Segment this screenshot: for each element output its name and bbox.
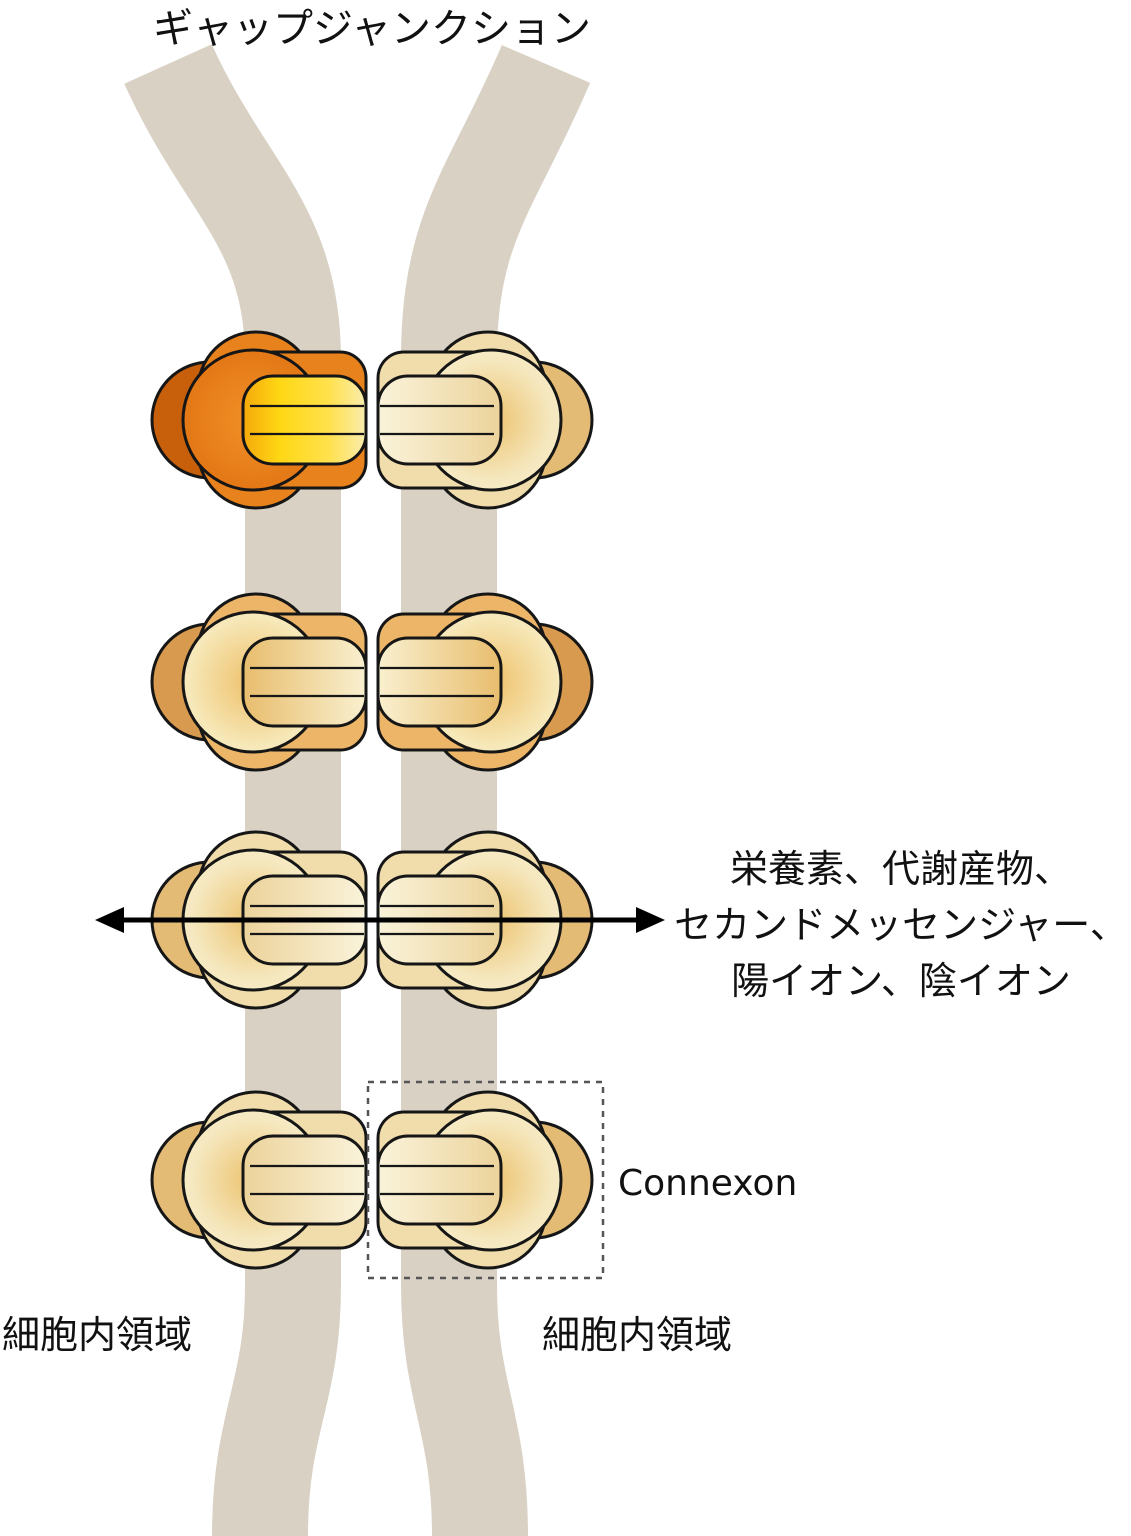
right-cell-membrane — [401, 45, 591, 1536]
intracellular-label-left: 細胞内領域 — [2, 1313, 192, 1357]
connexon-row1-left-open-channel — [150, 330, 368, 510]
arrow-head-left — [95, 907, 124, 933]
transported-molecules-line2: セカンドメッセンジャー、 — [674, 903, 1128, 947]
connexon-label: Connexon — [618, 1163, 797, 1204]
intracellular-label-right: 細胞内領域 — [542, 1313, 732, 1357]
connexon-row4-right — [376, 1090, 594, 1270]
connexon-row4-left — [150, 1090, 368, 1270]
connexon-row2-left — [150, 592, 368, 772]
connexon-row1-right — [376, 330, 594, 510]
diagram-title: ギャップジャンクション — [153, 6, 591, 52]
transported-molecules-line1: 栄養素、代謝産物、 — [730, 847, 1072, 891]
connexon-row2-right — [376, 592, 594, 772]
transported-molecules-line3: 陽イオン、陰イオン — [731, 959, 1071, 1003]
arrow-head-right — [636, 907, 665, 933]
transport-arrow — [95, 907, 665, 933]
transported-molecules-label: 栄養素、代謝産物、 セカンドメッセンジャー、 陽イオン、陰イオン — [674, 847, 1128, 1003]
